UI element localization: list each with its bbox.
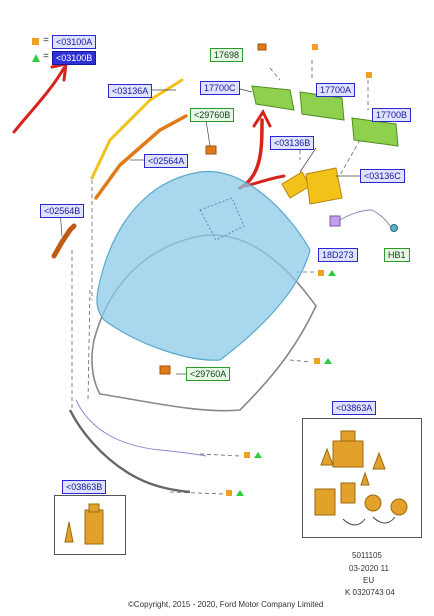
part-markers	[226, 44, 372, 496]
triangle-marker-icon	[32, 54, 40, 62]
left-trim-piece	[51, 223, 77, 259]
callout-02564B[interactable]: <02564B	[40, 204, 85, 218]
red-arrow-icon	[12, 66, 66, 134]
callout-17700C[interactable]: 17700C	[200, 81, 240, 95]
footer-date: 03-2020 11	[349, 564, 389, 573]
square-marker-icon	[32, 38, 39, 45]
lower-seal	[68, 409, 191, 494]
sensor-18D273	[329, 215, 341, 227]
clip-17698	[257, 43, 267, 51]
callout-17698[interactable]: 17698	[210, 48, 244, 62]
callout-03863A[interactable]: <03863A	[332, 401, 377, 415]
clip-29760B	[205, 145, 217, 155]
windshield-glass	[96, 170, 311, 361]
callout-03136C[interactable]: <03136C	[360, 169, 405, 183]
side-trim-strip	[94, 114, 188, 200]
callout-HB1[interactable]: HB1	[384, 248, 410, 262]
footer-ref: K 0320743 04	[345, 588, 395, 597]
footer-region: EU	[363, 576, 375, 585]
legend-equals: =	[43, 51, 49, 62]
footer-code: 5011105	[352, 551, 382, 560]
clip-29760A	[159, 365, 171, 375]
callout-17700B[interactable]: 17700B	[372, 108, 412, 122]
legend-equals: =	[43, 35, 49, 46]
mirror-17700B	[351, 117, 399, 147]
footer-copyright: ©Copyright, 2015 - 2020, Ford Motor Comp…	[128, 600, 324, 609]
callout-17700A[interactable]: 17700A	[316, 83, 356, 97]
callout-03136B[interactable]: <03136B	[270, 136, 315, 150]
callout-18D273[interactable]: 18D273	[318, 248, 358, 262]
callout-03863B[interactable]: <03863B	[62, 480, 107, 494]
detail-box-03863B	[54, 495, 126, 555]
detail-box-03863A	[302, 418, 422, 538]
mirror-17700C	[251, 85, 295, 111]
connector-HB1	[390, 224, 398, 232]
legend-code-03100B[interactable]: <03100B	[52, 51, 97, 65]
callout-29760B[interactable]: <29760B	[190, 108, 235, 122]
callout-02564A[interactable]: <02564A	[144, 154, 189, 168]
callout-03136A[interactable]: <03136A	[108, 84, 153, 98]
legend-code-03100A[interactable]: <03100A	[52, 35, 97, 49]
bracket-03136C	[305, 167, 343, 205]
red-arrow-curve-icon	[238, 118, 264, 190]
callout-29760A[interactable]: <29760A	[186, 367, 231, 381]
